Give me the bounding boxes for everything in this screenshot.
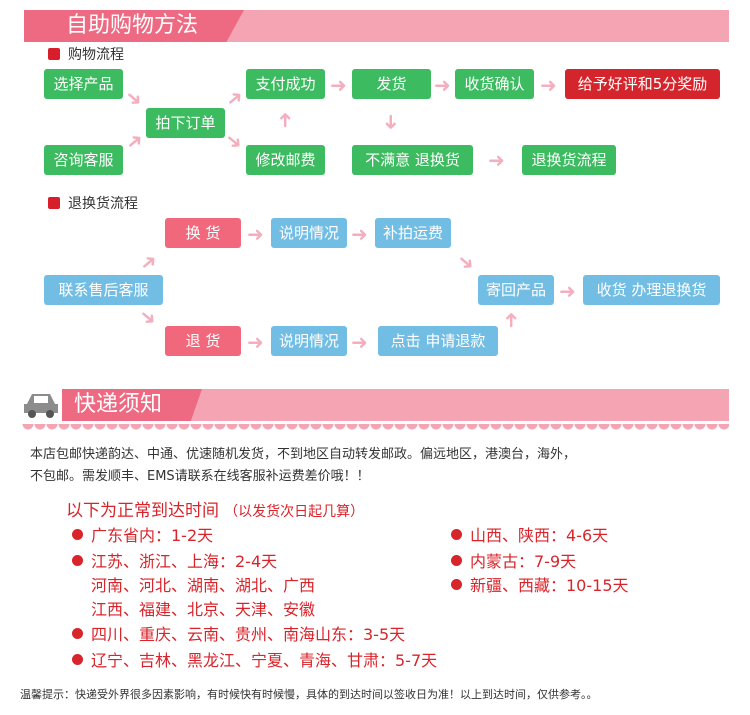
dot-icon bbox=[451, 529, 462, 540]
not-satisfied-box: 不满意 退换货 bbox=[352, 145, 473, 175]
region-group: 辽宁、吉林、黑龙江、宁夏、青海、甘肃：5-7天 bbox=[72, 649, 437, 673]
region-line: 内蒙古：7-9天 bbox=[470, 552, 577, 571]
return-flow-label: 退换货流程 bbox=[68, 196, 138, 212]
select-product-box: 选择产品 bbox=[44, 69, 123, 99]
send-back-box: 寄回产品 bbox=[478, 275, 554, 305]
arrow-icon: ➜ bbox=[559, 279, 576, 303]
explain-return-box: 说明情况 bbox=[271, 326, 347, 356]
arrow-icon: ➜ bbox=[134, 247, 163, 277]
shipping-info-line1: 本店包邮快递韵达、中通、优速随机发货，不到地区自动转发邮政。偏远地区，港澳台，海… bbox=[30, 447, 577, 462]
square-bullet-icon bbox=[48, 197, 60, 209]
arrow-icon: ➜ bbox=[540, 73, 557, 97]
consult-service-box: 咨询客服 bbox=[44, 145, 123, 175]
return-box: 退 货 bbox=[165, 326, 241, 356]
arrow-icon: ➜ bbox=[120, 126, 149, 156]
arrow-icon: ➜ bbox=[247, 222, 264, 246]
region-group: 江苏、浙江、上海：2-4天 河南、河北、湖南、湖北、广西 江西、福建、北京、天津… bbox=[72, 550, 315, 622]
arrow-icon: ➜ bbox=[434, 73, 451, 97]
exchange-box: 换 货 bbox=[165, 218, 241, 248]
dot-icon bbox=[451, 579, 462, 590]
region-line: 广东省内：1-2天 bbox=[91, 526, 214, 545]
square-bullet-icon bbox=[48, 48, 60, 60]
ship-box: 发货 bbox=[352, 69, 431, 99]
dot-icon bbox=[72, 654, 83, 665]
arrow-icon: ➜ bbox=[220, 83, 249, 113]
shopping-flow-label: 购物流程 bbox=[68, 47, 124, 63]
payment-success-box: 支付成功 bbox=[246, 69, 325, 99]
shipping-info-paragraph: 本店包邮快递韵达、中通、优速随机发货，不到地区自动转发邮政。偏远地区，港澳台，海… bbox=[30, 444, 730, 488]
region-group: 内蒙古：7-9天 bbox=[451, 550, 576, 574]
region-group: 新疆、西藏：10-15天 bbox=[451, 574, 629, 598]
arrow-icon: ➜ bbox=[452, 247, 481, 277]
region-line: 新疆、西藏：10-15天 bbox=[470, 576, 629, 595]
arrow-icon: ➜ bbox=[247, 330, 264, 354]
region-line: 河南、河北、湖南、湖北、广西 bbox=[91, 576, 316, 595]
receive-process-box: 收货 办理退换货 bbox=[583, 275, 720, 305]
confirm-receipt-box: 收货确认 bbox=[455, 69, 534, 99]
arrow-icon: ➜ bbox=[120, 83, 149, 113]
banner-title: 自助购物方法 bbox=[66, 13, 199, 38]
arrow-icon: ➜ bbox=[379, 113, 404, 131]
arrival-time-title: 以下为正常到达时间 （以发货次日起几算） bbox=[66, 496, 364, 521]
arrow-icon: ➜ bbox=[220, 126, 249, 156]
footer-note: 温馨提示：快递受外界很多因素影响，有时候快有时候慢，具体的到达时间以签收日为准！… bbox=[20, 688, 598, 701]
arrow-icon: ➜ bbox=[488, 148, 505, 172]
arrival-time-note: （以发货次日起几算） bbox=[224, 504, 365, 520]
dot-icon bbox=[72, 529, 83, 540]
review-reward-box: 给予好评和5分奖励 bbox=[565, 69, 720, 99]
apply-refund-box: 点击 申请退款 bbox=[378, 326, 498, 356]
dot-icon bbox=[451, 555, 462, 566]
region-line: 江西、福建、北京、天津、安徽 bbox=[91, 600, 316, 619]
arrival-time-heading: 以下为正常到达时间 bbox=[66, 501, 219, 521]
return-process-box: 退换货流程 bbox=[522, 145, 616, 175]
region-group: 山西、陕西：4-6天 bbox=[451, 524, 608, 548]
banner-title: 快递须知 bbox=[74, 392, 163, 417]
arrow-icon: ➜ bbox=[351, 222, 368, 246]
shopping-method-banner: 自助购物方法 bbox=[24, 10, 729, 42]
shopping-flow-heading: 购物流程 bbox=[48, 44, 124, 64]
arrow-icon: ➜ bbox=[134, 302, 163, 332]
banner-tag bbox=[24, 10, 244, 42]
shipping-info-line2: 不包邮。需发顺丰、EMS请联系在线客服补运费差价哦！！ bbox=[30, 469, 370, 484]
delivery-notice-banner: 快递须知 bbox=[62, 389, 729, 421]
region-line: 山西、陕西：4-6天 bbox=[470, 526, 609, 545]
car-icon bbox=[22, 389, 60, 419]
region-group: 广东省内：1-2天 bbox=[72, 524, 213, 548]
arrow-icon: ➜ bbox=[351, 330, 368, 354]
explain-exchange-box: 说明情况 bbox=[271, 218, 347, 248]
contact-service-box: 联系售后客服 bbox=[44, 275, 163, 305]
pay-shipping-box: 补拍运费 bbox=[375, 218, 451, 248]
arrow-icon: ➜ bbox=[272, 111, 297, 129]
dot-icon bbox=[72, 628, 83, 639]
return-flow-heading: 退换货流程 bbox=[48, 193, 138, 213]
region-line: 辽宁、吉林、黑龙江、宁夏、青海、甘肃：5-7天 bbox=[91, 651, 438, 670]
arrow-icon: ➜ bbox=[498, 311, 523, 329]
arrow-icon: ➜ bbox=[330, 73, 347, 97]
modify-postage-box: 修改邮费 bbox=[246, 145, 325, 175]
dot-icon bbox=[72, 555, 83, 566]
place-order-box: 拍下订单 bbox=[146, 108, 225, 138]
region-line: 四川、重庆、云南、贵州、南海山东：3-5天 bbox=[91, 625, 406, 644]
region-line: 江苏、浙江、上海：2-4天 bbox=[91, 552, 278, 571]
region-group: 四川、重庆、云南、贵州、南海山东：3-5天 bbox=[72, 623, 405, 647]
scallop-divider bbox=[22, 424, 729, 438]
banner-tag bbox=[62, 389, 202, 421]
